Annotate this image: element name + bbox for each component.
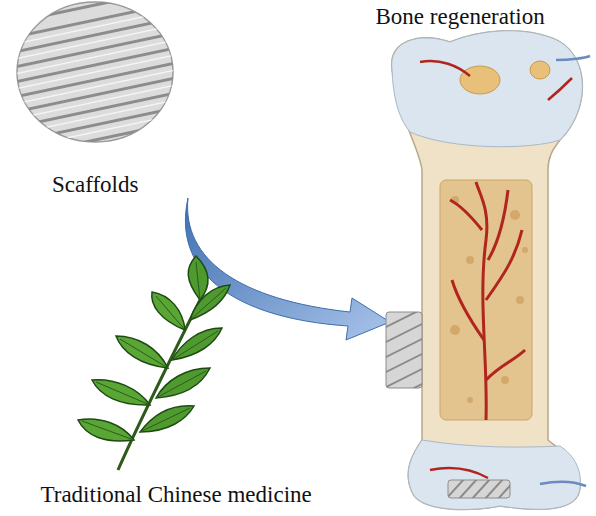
scaffold-disc (0, 0, 190, 190)
herb-branch (78, 256, 230, 470)
long-bone (380, 31, 590, 510)
curved-arrow (185, 198, 390, 340)
caption-label: Traditional Chinese medicine (41, 482, 312, 507)
caption-label: Bone regeneration (376, 4, 545, 29)
caption-label: Scaffolds (52, 172, 138, 197)
